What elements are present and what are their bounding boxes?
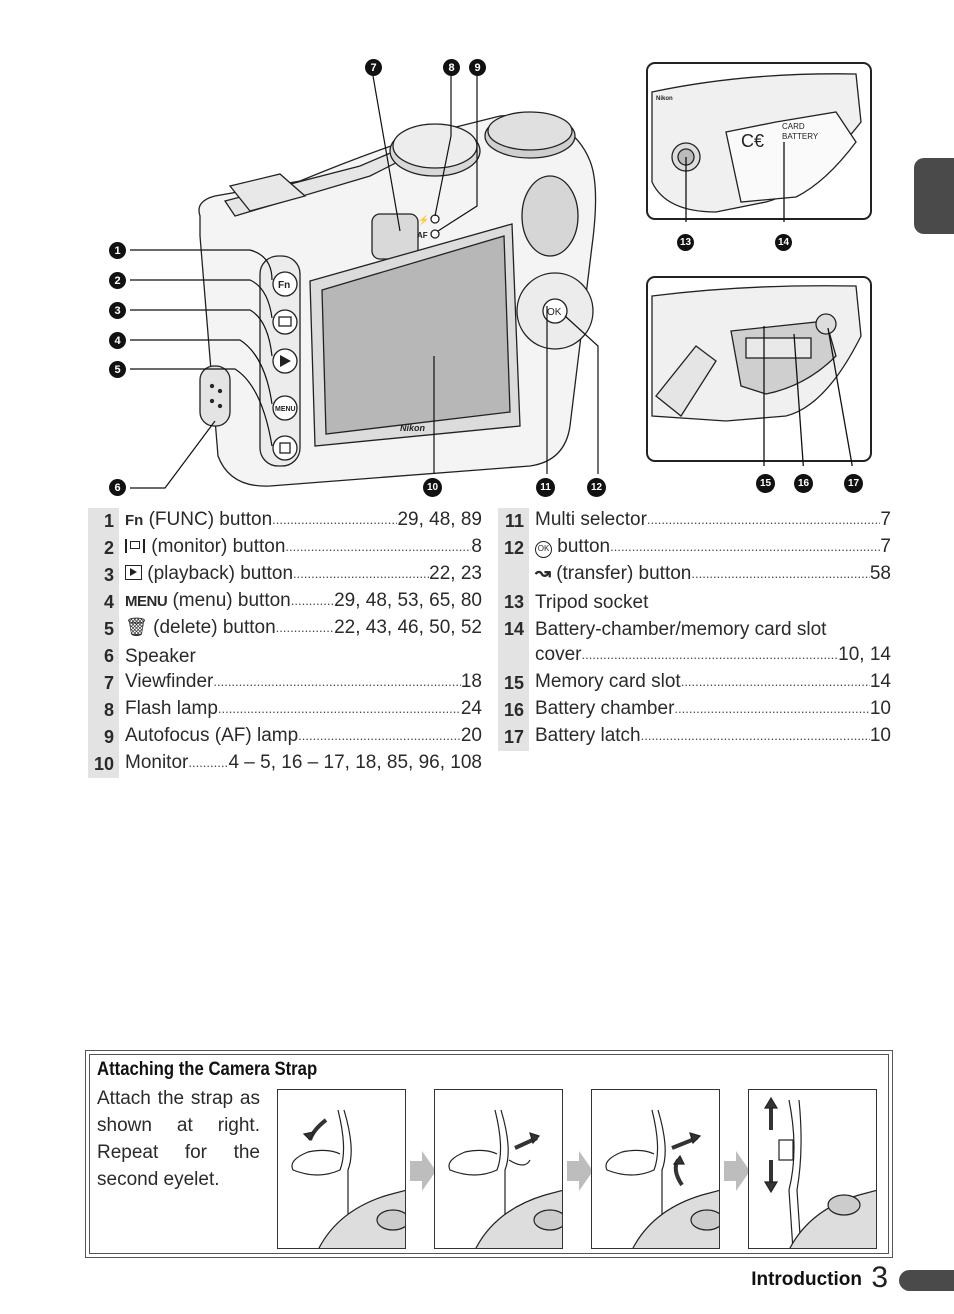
legend-row: 2 (monitor) button8 (88, 535, 482, 562)
callout-1: 1 (109, 242, 126, 259)
svg-text:AF: AF (417, 231, 428, 240)
callout-2: 2 (109, 272, 126, 289)
callout-9: 9 (469, 59, 486, 76)
step-arrow-icon (410, 1151, 436, 1191)
section-tab (914, 158, 954, 234)
legend-row: 1Fn (FUNC) button29, 48, 89 (88, 508, 482, 535)
strap-step-3-image (591, 1089, 720, 1249)
callout-10: 10 (423, 478, 442, 497)
callout-4: 4 (109, 332, 126, 349)
step-arrow-icon (567, 1151, 593, 1191)
footer-tab (899, 1270, 954, 1291)
svg-text:⚡: ⚡ (418, 214, 429, 226)
monitor-icon (125, 538, 145, 553)
legend-row: 10Monitor4 – 5, 16 – 17, 18, 85, 96, 108 (88, 751, 482, 778)
legend-left: 1Fn (FUNC) button29, 48, 89 2 (monitor) … (88, 508, 482, 778)
svg-text:BATTERY: BATTERY (782, 132, 819, 141)
ok-icon: OK (535, 540, 552, 558)
legend-row: 7Viewfinder18 (88, 670, 482, 697)
legend-row: 3 (playback) button22, 23 (88, 562, 482, 589)
svg-text:C€: C€ (741, 131, 764, 151)
section-label: Introduction (751, 1269, 862, 1290)
svg-text:MENU: MENU (275, 406, 296, 413)
callout-12: 12 (587, 478, 606, 497)
svg-text:Fn: Fn (278, 280, 290, 291)
fn-icon: Fn (125, 511, 144, 529)
legend-row: 5🗑 (delete) button22, 43, 46, 50, 52 (88, 616, 482, 643)
svg-text:OK: OK (547, 307, 562, 318)
callout-15: 15 (756, 474, 775, 493)
legend-row: ↝ (transfer) button58 (498, 562, 891, 589)
svg-text:Nikon: Nikon (656, 96, 673, 102)
delete-icon: 🗑 (125, 616, 148, 637)
callout-14: 14 (775, 234, 792, 251)
svg-text:CARD: CARD (782, 122, 805, 131)
callout-8: 8 (443, 59, 460, 76)
strap-step-4-image (748, 1089, 877, 1249)
callout-17: 17 (844, 474, 863, 493)
strap-step-1-image (277, 1089, 406, 1249)
strap-text: Attach the strap as shown at right. Repe… (97, 1088, 260, 1190)
strap-title: Attaching the Camera Strap (97, 1059, 318, 1080)
camera-bottom-cover-open (646, 276, 874, 466)
svg-text:Nikon: Nikon (400, 423, 426, 433)
legend-row: cover10, 14 (498, 643, 891, 670)
callout-5: 5 (109, 361, 126, 378)
strap-step-2-image (434, 1089, 563, 1249)
callout-3: 3 (109, 302, 126, 319)
transfer-icon: ↝ (535, 562, 551, 584)
menu-icon: MENU (125, 592, 168, 610)
callout-16: 16 (794, 474, 813, 493)
playback-icon (125, 564, 142, 580)
page-number: 3 (871, 1261, 888, 1294)
callout-7: 7 (365, 59, 382, 76)
callout-11: 11 (536, 478, 555, 497)
camera-back-illustration: ⚡ AF Fn MENU Nikon OK (100, 56, 610, 506)
strap-instructions-box: Attaching the Camera Strap Attach the st… (85, 1050, 893, 1258)
callout-6: 6 (109, 479, 126, 496)
callout-13: 13 (677, 234, 694, 251)
step-arrow-icon (724, 1151, 750, 1191)
page-footer: Introduction 3 (700, 1261, 954, 1297)
camera-bottom-cover-closed: C€ CARD BATTERY Nikon (646, 62, 874, 222)
